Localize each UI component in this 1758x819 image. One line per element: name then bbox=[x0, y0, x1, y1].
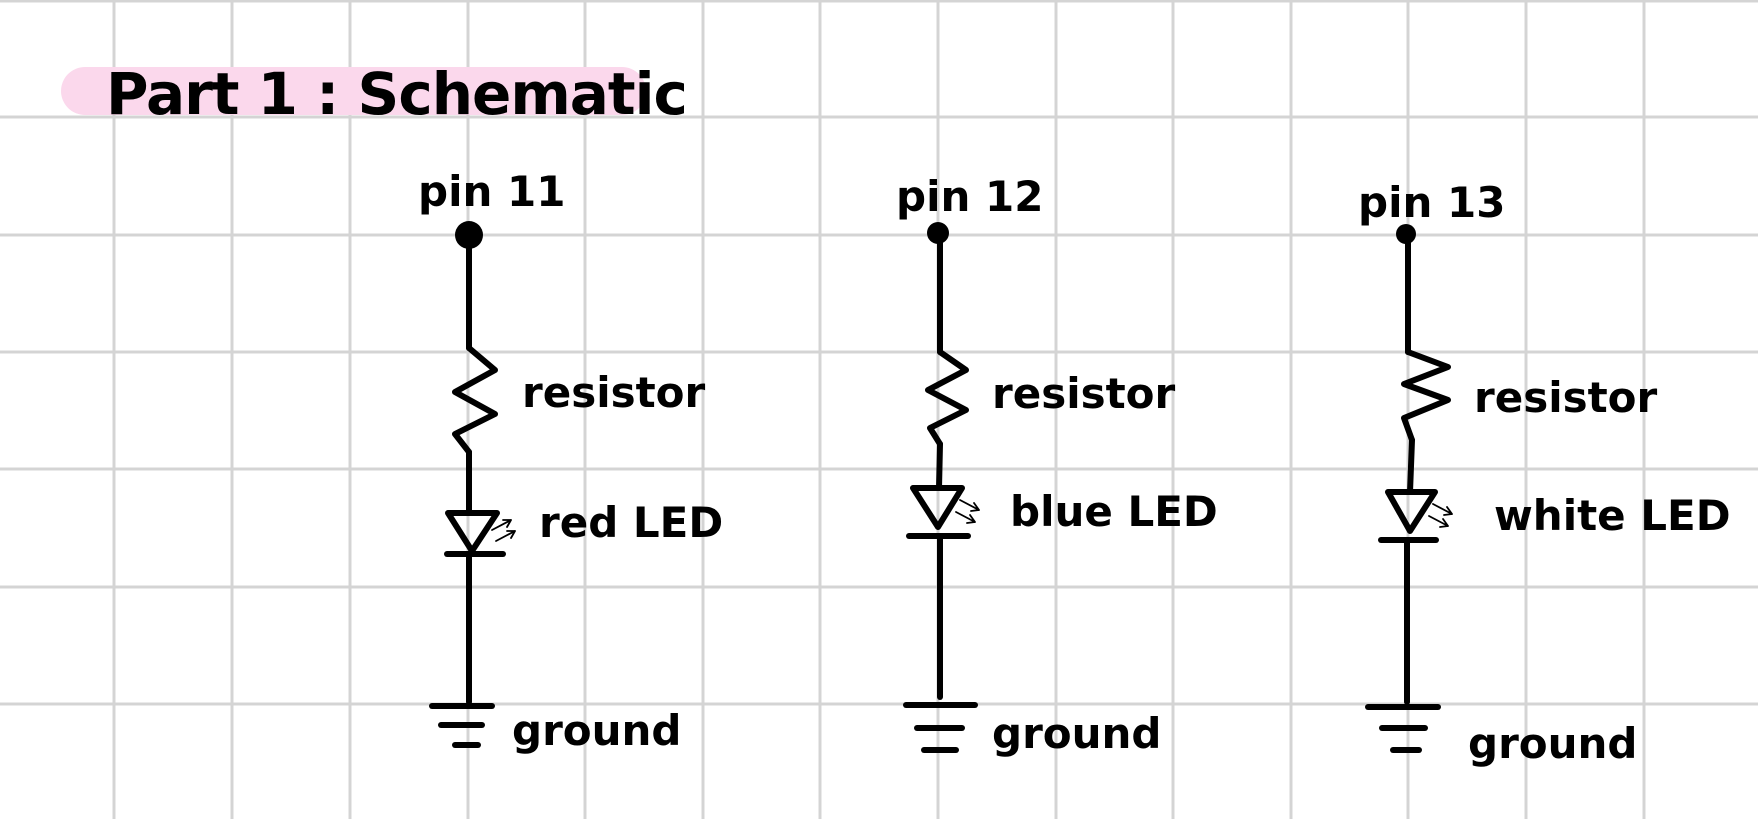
wire bbox=[936, 441, 943, 491]
light-emission-arrows bbox=[955, 499, 980, 524]
circuit-pin-12: pin 12 resistor blue LED ground bbox=[896, 172, 1218, 758]
page-title: Part 1 : Schematic bbox=[106, 60, 687, 128]
ground-symbol bbox=[1365, 704, 1441, 753]
ground-symbol bbox=[429, 703, 495, 748]
ground-label: ground bbox=[992, 709, 1162, 758]
pin-label: pin 11 bbox=[418, 167, 565, 216]
wire bbox=[1407, 437, 1415, 495]
title-highlight bbox=[61, 67, 646, 115]
circuit-pin-13: pin 13 resistor white LED ground bbox=[1358, 178, 1731, 768]
led-label: white LED bbox=[1494, 491, 1731, 540]
led-label: blue LED bbox=[1010, 487, 1218, 536]
resistor-label: resistor bbox=[1474, 373, 1658, 422]
resistor-symbol bbox=[925, 349, 969, 447]
resistor-label: resistor bbox=[522, 368, 706, 417]
led-symbol bbox=[445, 510, 500, 554]
light-emission-arrows bbox=[491, 519, 516, 542]
resistor-label: resistor bbox=[992, 369, 1176, 418]
resistor-symbol bbox=[1401, 349, 1451, 443]
ground-label: ground bbox=[1468, 719, 1638, 768]
circuit-pin-11: pin 11 resistor red LED ground bbox=[418, 167, 723, 755]
led-label: red LED bbox=[539, 498, 723, 547]
pin-label: pin 12 bbox=[896, 172, 1043, 221]
resistor-symbol bbox=[452, 345, 498, 455]
ground-label: ground bbox=[512, 706, 682, 755]
led-symbol bbox=[1385, 489, 1438, 534]
light-emission-arrows bbox=[1428, 503, 1453, 528]
ground-symbol bbox=[903, 702, 978, 753]
pin-label: pin 13 bbox=[1358, 178, 1505, 227]
led-symbol bbox=[910, 485, 965, 530]
